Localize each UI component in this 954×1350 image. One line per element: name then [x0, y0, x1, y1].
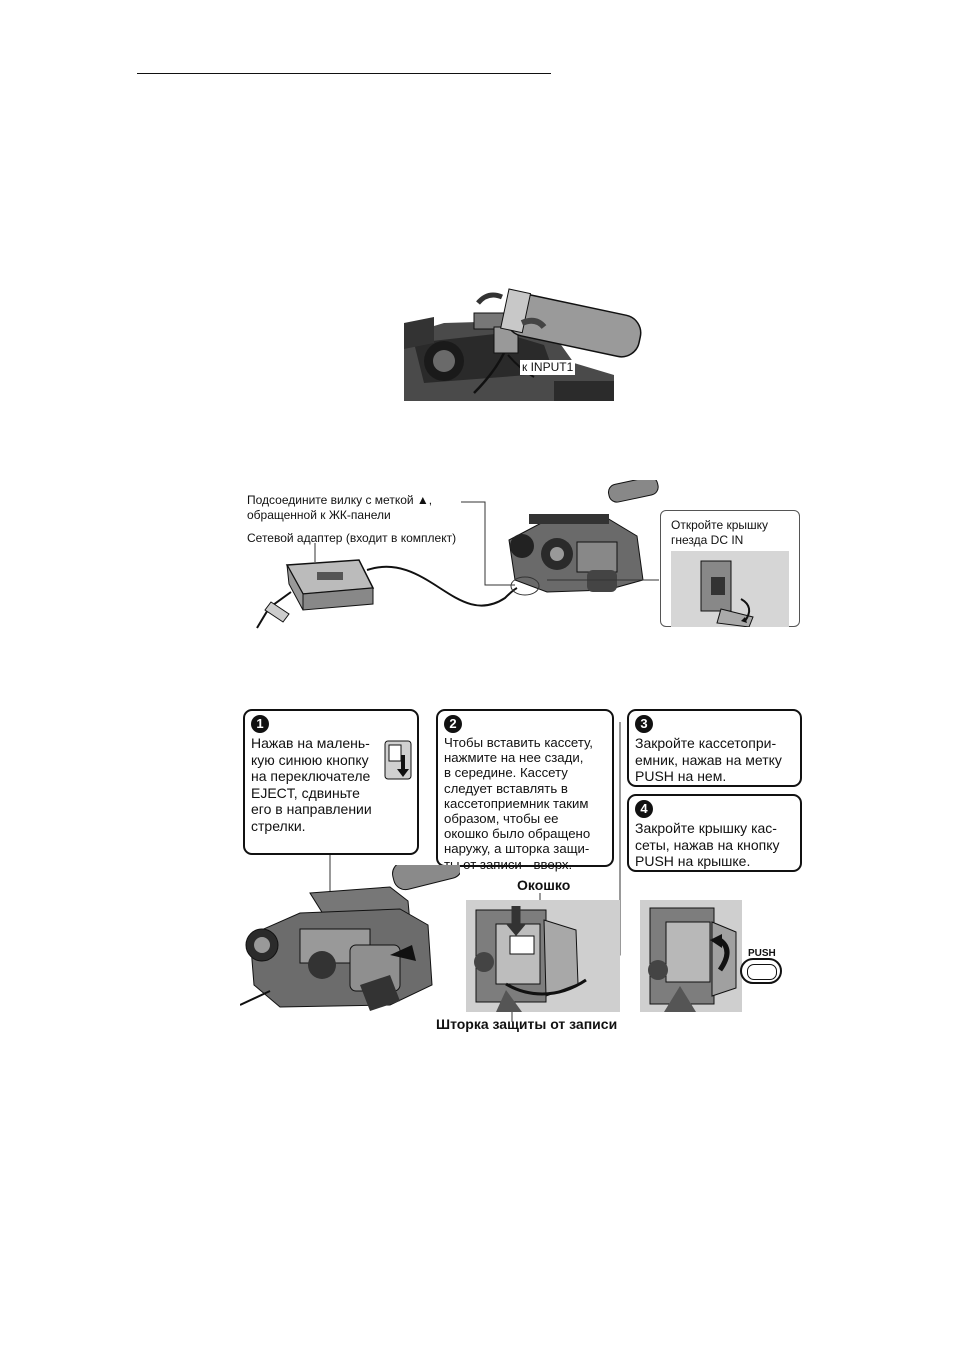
- plug-label-line1: Подсоедините вилку с меткой ▲,: [247, 493, 433, 507]
- step-4-text: Закройте крышку кас- сеты, нажав на кноп…: [635, 820, 780, 869]
- write-protect-tab-label: Шторка защиты от записи: [436, 1016, 618, 1032]
- step-1-box: 1 Нажав на малень- кую синюю кнопку на п…: [243, 709, 419, 855]
- input1-label: к INPUT1: [520, 360, 576, 375]
- step-3-text: Закройте кассетопри- емник, нажав на мет…: [635, 735, 782, 784]
- window-label: Окошко: [517, 877, 571, 893]
- ac-adaptor-illustration: [256, 480, 659, 629]
- step-1-number: 1: [251, 715, 269, 733]
- dc-label-line2: гнезда DC IN: [671, 533, 744, 547]
- step-2-box: 2 Чтобы вставить кассету, нажмите на нее…: [436, 709, 614, 872]
- step-1-text: Нажав на малень- кую синюю кнопку на пер…: [251, 735, 372, 834]
- cassette-insert-illustration: [466, 900, 620, 1012]
- step-3-box: 3 Закройте кассетопри- емник, нажав на м…: [627, 709, 802, 787]
- top-rule: [137, 73, 551, 74]
- step-2-text: Чтобы вставить кассету, нажмите на нее с…: [444, 735, 593, 872]
- step-2-number: 2: [444, 715, 462, 733]
- dc-in-jack-illustration: [671, 551, 789, 627]
- step-3-number: 3: [635, 715, 653, 733]
- step-4-box: 4 Закройте крышку кас- сеты, нажав на кн…: [627, 794, 802, 872]
- figure-ac-adaptor: Подсоедините вилку с меткой ▲, обращенно…: [247, 480, 802, 630]
- figure-microphone-input1: к INPUT1: [404, 283, 650, 401]
- dc-in-callout-box: Откройте крышку гнезда DC IN: [660, 510, 800, 627]
- eject-switch-icon: [384, 740, 412, 780]
- step-4-number: 4: [635, 800, 653, 818]
- push-button-icon: [740, 958, 782, 984]
- camcorder-mic-illustration: [404, 288, 642, 401]
- adapter-label: Сетевой адаптер (входит в комплект): [247, 531, 457, 545]
- camcorder-main-illustration: [240, 865, 460, 1015]
- plug-label-line2: обращенной к ЖК-панели: [247, 508, 391, 522]
- cassette-close-illustration: [640, 900, 742, 1012]
- push-label: PUSH: [748, 948, 776, 959]
- dc-label-line1: Откройте крышку: [671, 518, 769, 532]
